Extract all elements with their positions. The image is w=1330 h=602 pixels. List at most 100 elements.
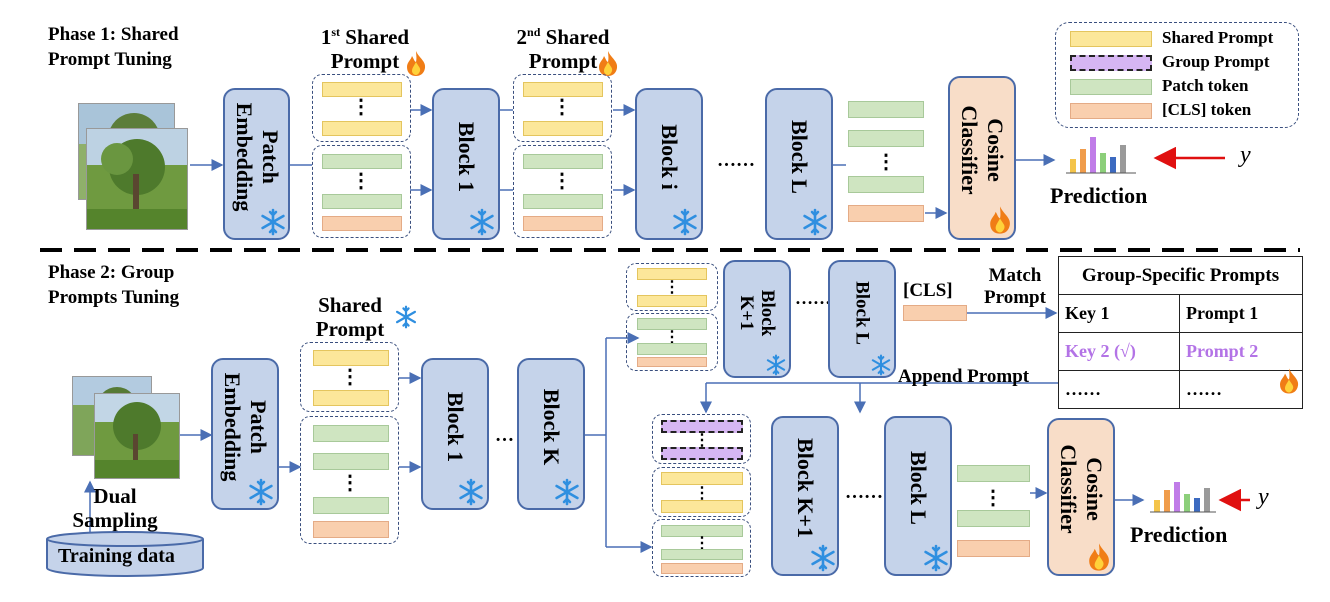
target-label-p2: y bbox=[1258, 484, 1269, 510]
legend-item-group-prompt: Group Prompt bbox=[1070, 52, 1290, 72]
legend-swatch bbox=[1070, 55, 1152, 71]
shared-prompt-token bbox=[322, 121, 402, 136]
dual-sampling-label: Dual Sampling bbox=[72, 484, 158, 532]
patch-token bbox=[322, 154, 402, 169]
block-K1-upper: Block K+1 bbox=[723, 260, 791, 378]
bar-chart-icon bbox=[1150, 482, 1216, 513]
snowflake-icon bbox=[261, 208, 285, 236]
cls-token bbox=[523, 216, 603, 231]
shared-prompt-token bbox=[313, 350, 389, 366]
block-L-upper: Block L bbox=[828, 260, 896, 378]
input-image-front-p2 bbox=[94, 393, 180, 479]
legend-item-shared-prompt: Shared Prompt bbox=[1070, 28, 1290, 48]
phase2-title: Phase 2: Group Prompts Tuning bbox=[48, 260, 179, 310]
fire-icon bbox=[599, 51, 618, 76]
cosine-classifier-p1: Cosine Classifier bbox=[948, 76, 1016, 240]
snowflake-icon bbox=[673, 208, 697, 236]
ellipsis-dots: ⋮ bbox=[340, 366, 360, 388]
block-i-label: Block i bbox=[657, 123, 682, 190]
block-ellipsis-p1: …… bbox=[717, 150, 755, 171]
shared-prompt-group-p2: ⋮ bbox=[300, 342, 399, 412]
snowflake-icon bbox=[459, 478, 483, 506]
shared-prompt-group-upper: ⋮ bbox=[626, 263, 718, 311]
phase1-title-line1: Phase 1: Shared bbox=[48, 24, 179, 45]
patch-token bbox=[313, 453, 389, 470]
shared-prompt-token bbox=[313, 390, 389, 406]
shared-prompt-token bbox=[523, 82, 603, 97]
snowflake-icon bbox=[766, 354, 786, 376]
lower-ellipsis: …… bbox=[845, 482, 883, 503]
snowflake-icon bbox=[555, 478, 579, 506]
snowflake-icon bbox=[811, 544, 835, 572]
legend-item-cls-token: [CLS] token bbox=[1070, 100, 1290, 120]
table-cell-key: …… bbox=[1057, 370, 1181, 409]
ellipsis-dots: ⋮ bbox=[340, 472, 360, 494]
legend-swatch bbox=[1070, 31, 1152, 47]
upper-ellipsis: …… bbox=[795, 288, 831, 308]
group-prompt-token bbox=[661, 420, 743, 433]
fire-icon bbox=[407, 51, 426, 76]
ellipsis-dots: ⋮ bbox=[664, 329, 680, 346]
patch-token bbox=[313, 425, 389, 442]
bar-chart-icon bbox=[1066, 137, 1136, 174]
cls-token bbox=[322, 216, 402, 231]
group-prompt-token bbox=[661, 447, 743, 460]
target-label-p1: y bbox=[1240, 142, 1251, 168]
patch-token-group-1: ⋮ bbox=[312, 145, 411, 238]
patch-token bbox=[523, 154, 603, 169]
training-data-label: Training data bbox=[58, 545, 175, 567]
legend-item-patch-token: Patch token bbox=[1070, 76, 1290, 96]
group-prompt-group-lower: ⋮ bbox=[652, 414, 751, 464]
phase1-title: Phase 1: Shared Prompt Tuning bbox=[48, 22, 179, 72]
group-specific-prompts-table: Group-Specific Prompts Key 1 Prompt 1 Ke… bbox=[1057, 256, 1303, 409]
patch-embedding-label-p2: Patch Embedding bbox=[220, 372, 271, 482]
cosine-classifier-p2: Cosine Classifier bbox=[1047, 418, 1115, 576]
shared-prompt-label-p2: Shared Prompt bbox=[315, 293, 385, 341]
prediction-label-p1: Prediction bbox=[1050, 183, 1148, 208]
block-1-p1: Block 1 bbox=[432, 88, 500, 240]
table-cell-prompt: Prompt 1 bbox=[1179, 294, 1303, 333]
block-K-label: Block K bbox=[539, 388, 564, 465]
database-icon bbox=[46, 531, 204, 577]
fire-icon bbox=[1280, 368, 1299, 394]
block-L-lower-label: Block L bbox=[906, 451, 931, 526]
block-L-lower: Block L bbox=[884, 416, 952, 576]
table-row: Key 1 Prompt 1 bbox=[1057, 294, 1303, 333]
block-i-p1: Block i bbox=[635, 88, 703, 240]
ellipsis-dots: ⋮ bbox=[694, 535, 710, 552]
cosine-classifier-label-p2: Cosine Classifier bbox=[1056, 444, 1107, 534]
snowflake-icon bbox=[395, 305, 417, 329]
ellipsis-dots: ⋮ bbox=[351, 96, 371, 118]
shared-prompt-token bbox=[322, 82, 402, 97]
block-K1-lower: Block K+1 bbox=[771, 416, 839, 576]
cls-label: [CLS] bbox=[903, 280, 953, 301]
output-patch-token bbox=[957, 510, 1030, 527]
patch-token-group-p2: ⋮ bbox=[300, 416, 399, 544]
patch-embedding-label-p1: Patch Embedding bbox=[231, 102, 283, 212]
block-L-upper-label: Block L bbox=[851, 281, 873, 346]
legend-swatch bbox=[1070, 79, 1152, 95]
output-patch-token bbox=[848, 130, 924, 147]
patch-token bbox=[637, 343, 707, 355]
table-cell-prompt-selected: Prompt 2 bbox=[1179, 332, 1303, 371]
patch-token bbox=[313, 497, 389, 514]
patch-token-group-2: ⋮ bbox=[513, 145, 612, 238]
block-L-label: Block L bbox=[787, 119, 812, 194]
block-1-label-p2: Block 1 bbox=[443, 391, 468, 462]
ellipsis-dots: ⋮ bbox=[694, 485, 710, 502]
output-patch-token bbox=[957, 465, 1030, 482]
ellipsis-dots: ⋮ bbox=[664, 279, 680, 296]
match-prompt-label: Match Prompt bbox=[984, 265, 1046, 308]
table-row: Key 2 (√) Prompt 2 bbox=[1057, 332, 1303, 371]
block-K1-lower-label: Block K+1 bbox=[793, 438, 818, 539]
patch-token bbox=[661, 525, 743, 537]
fire-icon bbox=[1089, 543, 1109, 571]
fire-icon bbox=[990, 206, 1010, 234]
table-cell-key: Key 1 bbox=[1057, 294, 1181, 333]
table-cell-key-selected: Key 2 (√) bbox=[1057, 332, 1181, 371]
ellipsis-dots: ⋮ bbox=[552, 170, 572, 192]
snowflake-icon bbox=[924, 544, 948, 572]
patch-token bbox=[661, 549, 743, 560]
ellipsis-dots: ⋮ bbox=[983, 487, 1003, 509]
